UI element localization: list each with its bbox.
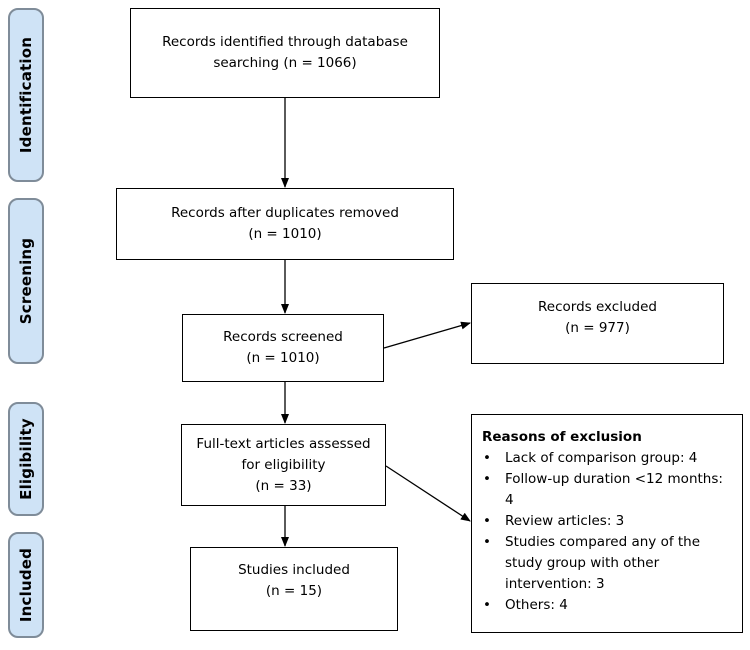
- exclusion-reason-text: Studies compared any of the: [505, 534, 701, 550]
- exclusion-reason-text: Review articles: 3: [505, 513, 625, 529]
- studies-included-line1: Studies included: [238, 562, 350, 578]
- duplicates-removed-line2: (n = 1010): [248, 226, 322, 242]
- exclusion-reason-item: • Studies compared any of the study grou…: [482, 532, 730, 595]
- bullet-icon: •: [483, 471, 491, 487]
- studies-included-line2: (n = 15): [265, 583, 323, 599]
- bullet-icon: •: [483, 450, 491, 466]
- exclusion-reasons-list: • Lack of comparison group: 4 • Follow-u…: [482, 448, 730, 616]
- duplicates-removed-box: Records after duplicates removed (n = 10…: [116, 188, 454, 260]
- exclusion-reason-text: Lack of comparison group: 4: [505, 450, 698, 466]
- full-text-line2: for eligibility: [241, 456, 326, 473]
- exclusion-reason-item: • Others: 4: [482, 595, 730, 616]
- exclusion-reason-text: intervention: 3: [505, 576, 605, 592]
- full-text-line1: Full-text articles assessed: [196, 435, 371, 452]
- arrow-full-text-to-reasons: [385, 465, 471, 522]
- full-text-line3: (n = 33): [255, 477, 312, 494]
- records-screened-line1: Records screened: [223, 329, 343, 345]
- exclusion-reason-item: • Follow-up duration <12 months: 4: [482, 469, 730, 511]
- records-identified-line2: searching (n = 1066): [213, 55, 357, 71]
- exclusion-reason-text: Others: 4: [505, 597, 568, 613]
- records-excluded-line2: (n = 977): [565, 320, 630, 336]
- duplicates-removed-line1: Records after duplicates removed: [171, 205, 399, 221]
- bullet-icon: •: [483, 597, 491, 613]
- phase-screening: Screening: [8, 198, 44, 364]
- exclusion-reasons-title: Reasons of exclusion: [482, 429, 642, 445]
- exclusion-reasons-box: Reasons of exclusion • Lack of compariso…: [471, 414, 743, 633]
- phase-identification: Identification: [8, 8, 44, 182]
- phase-eligibility: Eligibility: [8, 402, 44, 516]
- records-screened-box: Records screened (n = 1010): [182, 314, 384, 382]
- records-screened-line2: (n = 1010): [246, 350, 320, 366]
- records-excluded-line1: Records excluded: [538, 299, 657, 315]
- records-identified-line1: Records identified through database: [162, 34, 408, 50]
- exclusion-reason-text: Follow-up duration <12: [505, 471, 664, 487]
- records-excluded-box: Records excluded (n = 977): [471, 283, 724, 364]
- phase-included: Included: [8, 532, 44, 638]
- records-identified-box: Records identified through database sear…: [130, 8, 440, 98]
- bullet-icon: •: [483, 534, 491, 550]
- bullet-icon: •: [483, 513, 491, 529]
- full-text-assessed-box: Full-text articles assessed for eligibil…: [181, 424, 386, 506]
- exclusion-reason-text: study group with other: [505, 555, 660, 571]
- arrow-screened-to-excluded: [383, 321, 471, 349]
- exclusion-reason-text: months: 4: [505, 471, 723, 508]
- studies-included-box: Studies included (n = 15): [190, 547, 398, 631]
- exclusion-reason-item: • Lack of comparison group: 4: [482, 448, 730, 469]
- exclusion-reason-item: • Review articles: 3: [482, 511, 730, 532]
